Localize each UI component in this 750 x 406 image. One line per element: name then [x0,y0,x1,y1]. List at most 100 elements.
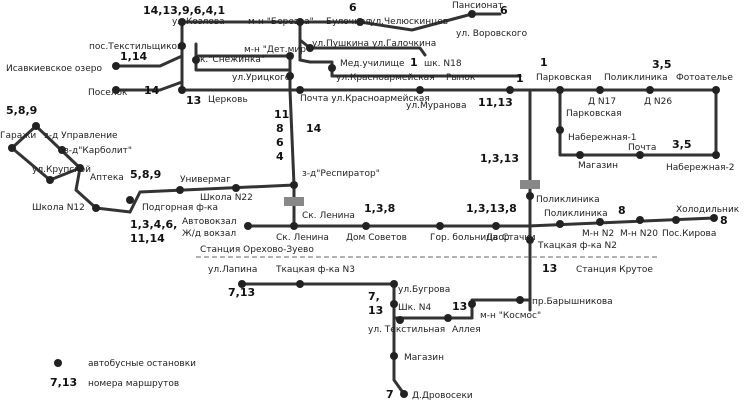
route-west-cluster [10,124,132,214]
stops [8,10,720,398]
stop-tekstilshchikov[interactable] [178,42,186,50]
stop-label: ул.Челюскинцев [370,17,448,27]
route-label: 6 [349,1,357,14]
stop-label: Поликлиника [536,195,600,205]
stop-label: Поликлиника [544,209,608,219]
stop-d17[interactable] [596,86,604,94]
stop-mn20[interactable] [636,216,644,224]
stop-krupskoy[interactable] [46,176,54,184]
stop-mn2[interactable] [596,218,604,226]
stop-naberezhnaya2[interactable] [712,151,720,159]
stop-poliklinika-mid[interactable] [526,192,534,200]
stop-shkola12[interactable] [92,204,100,212]
stop-gor-bolnitsa[interactable] [436,222,444,230]
stop-bugrova[interactable] [390,280,398,288]
stop-label: ул.Бугрова [398,285,450,295]
stop-tkatskaya2[interactable] [526,236,534,244]
stop-label: Пансионат [452,1,503,11]
route-label: 13 [186,94,201,107]
stop-berezka[interactable] [296,18,304,26]
stop-magazin-bottom[interactable] [390,352,398,360]
stop-label: шк. N18 [424,59,462,69]
stop-meduch[interactable] [328,64,336,72]
stop-label: м-н "Дет.мир" [244,45,310,55]
stop-pos-kirova[interactable] [672,216,680,224]
stop-kholodilnik[interactable] [710,214,718,222]
stop-barishnikova[interactable] [516,296,524,304]
map-labels: 14,13,9,6,4,1 ул.Козлова м-н "Березка" 6… [0,1,740,401]
stop-label: Универмаг [180,175,231,185]
stop-uritskogo[interactable] [286,72,294,80]
stop-poliklinika-right[interactable] [556,220,564,228]
stop-vorovskogo[interactable] [468,10,476,18]
stop-zd-upr[interactable] [32,122,40,130]
stop-rynok[interactable] [506,86,514,94]
stop-naberezhnaya1[interactable] [556,126,564,134]
route-label: 11 [274,108,289,121]
route-poselok [114,80,184,92]
stop-label: Ж/д вокзал [182,229,236,239]
route-label: 1 [540,56,548,69]
stop-alleya[interactable] [444,314,452,322]
stop-label: м-н "Березка" [248,17,314,27]
route-label: 3,5 [652,58,672,71]
stop-bulochnaya[interactable] [356,18,364,26]
stop-shk4[interactable] [390,300,398,308]
route-label: 8 [618,204,626,217]
stop-label: ул.Красноармейская [336,73,435,83]
stop-kosmos[interactable] [468,300,476,308]
stop-detmir[interactable] [286,52,294,60]
stop-dvor-stachki[interactable] [492,222,500,230]
stop-avtovokzal[interactable] [244,222,252,230]
stop-label: Автовокзал [182,217,237,227]
stop-isavkievskoe[interactable] [112,62,120,70]
bridge-east [520,180,540,189]
route-label: 11,13 [478,96,513,109]
stop-d26[interactable] [646,86,654,94]
route-label: 14,13,9,6,4,1 [143,4,225,17]
stop-label: Исавкиевское озеро [6,64,102,74]
route-label: 5,8,9 [130,168,161,181]
route-label: 5,8,9 [6,104,37,117]
stop-label: ул.Крупской [32,165,91,175]
stop-poselok[interactable] [112,86,120,94]
stop-karbolit[interactable] [58,146,66,154]
stop-snezhinka[interactable] [192,56,200,64]
stop-label: пос.Текстильщиков [89,42,182,52]
stop-respirator[interactable] [290,181,298,189]
stop-univermag[interactable] [176,186,184,194]
stop-fotoatele[interactable] [712,86,720,94]
stop-tkatskaya3[interactable] [296,280,304,288]
stop-pushkina[interactable] [306,44,314,52]
stop-krasnoarm[interactable] [416,86,424,94]
stop-tserkov[interactable] [178,86,186,94]
stop-magazin[interactable] [576,151,584,159]
stop-pochta[interactable] [296,86,304,94]
stop-label: ул.Галочкина [372,39,436,49]
stop-podgornaya[interactable] [126,196,134,204]
stop-apteka[interactable] [76,164,84,172]
stop-garazhi[interactable] [8,144,16,152]
stop-kozlova[interactable] [178,18,186,26]
stop-label: Школа N12 [32,203,85,213]
route-label: 1 [516,72,524,85]
route-label: 7, [368,290,380,303]
stop-label: Шк. N4 [398,303,432,313]
stop-label: Почта ул.Красноармейская [300,94,430,104]
route-label: 13 [542,262,557,275]
route-snezhinka [194,42,292,72]
stop-sk-lenina[interactable] [290,222,298,230]
legend-route-text: номера маршрутов [88,379,179,389]
stop-label: з-д Управление [44,131,118,141]
stop-dom-sovetov[interactable] [362,222,370,230]
stop-lapina[interactable] [238,280,246,288]
stop-label: Гор. больница [430,233,498,243]
stop-tekstilnaya[interactable] [396,316,404,324]
stop-drovoseki[interactable] [400,390,408,398]
route-label: 1,14 [120,50,147,63]
stop-label: м-н "Космос" [480,311,541,321]
stop-parkovskaya[interactable] [556,86,564,94]
stop-shkola22[interactable] [232,184,240,192]
stop-pochta-right[interactable] [636,151,644,159]
